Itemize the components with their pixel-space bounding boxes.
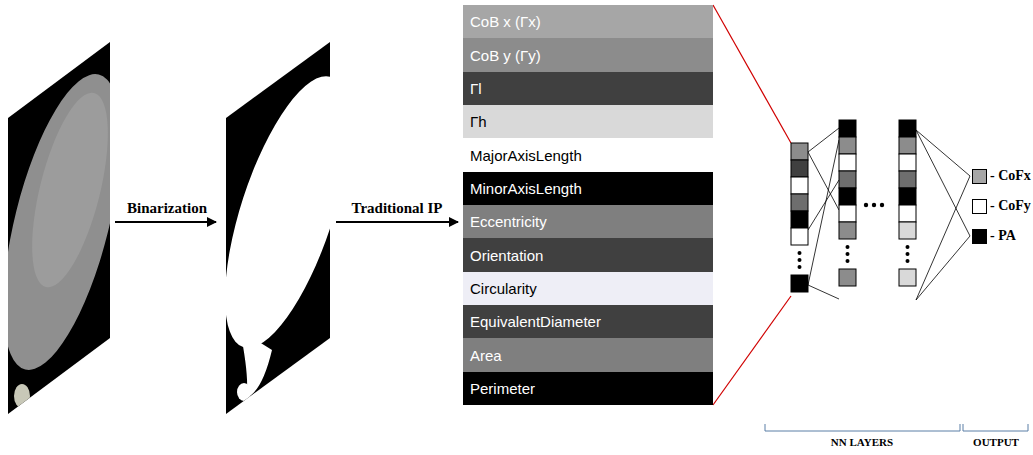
nn-connection bbox=[808, 180, 839, 230]
feature-bar: Perimeter bbox=[463, 372, 713, 406]
neural-network bbox=[791, 120, 970, 300]
neuron bbox=[791, 143, 808, 160]
feature-bar: MinorAxisLength bbox=[463, 172, 713, 206]
ellipsis-dot bbox=[872, 203, 876, 207]
neuron bbox=[839, 205, 856, 222]
neuron bbox=[791, 194, 808, 211]
binary-image bbox=[199, 42, 374, 414]
bracket bbox=[765, 424, 960, 431]
output-unit: - CoFx bbox=[972, 168, 1031, 184]
feature-name: Perimeter bbox=[470, 380, 535, 397]
feature-bar: CoB y (Γy) bbox=[463, 38, 713, 72]
neuron bbox=[899, 120, 916, 137]
nn-connection bbox=[916, 130, 970, 236]
neuron bbox=[839, 154, 856, 171]
neuron bbox=[839, 188, 856, 205]
nn-connection bbox=[916, 130, 970, 176]
ellipsis-dot bbox=[864, 203, 868, 207]
neuron bbox=[791, 160, 808, 177]
nn-connection bbox=[916, 176, 970, 300]
feature-name: Eccentricity bbox=[470, 213, 547, 230]
bracket bbox=[963, 424, 1028, 431]
neuron bbox=[839, 120, 856, 137]
ellipsis-dot bbox=[846, 245, 850, 249]
feature-bar: EquivalentDiameter bbox=[463, 305, 713, 339]
neuron bbox=[839, 137, 856, 154]
ellipsis-dot bbox=[846, 252, 850, 256]
output-neuron bbox=[972, 199, 987, 214]
feature-name: MajorAxisLength bbox=[470, 147, 582, 164]
feature-name: EquivalentDiameter bbox=[470, 313, 601, 330]
process-arrow bbox=[336, 221, 458, 223]
ellipsis-dot bbox=[880, 203, 884, 207]
nn-connection bbox=[808, 285, 839, 299]
neuron bbox=[839, 269, 856, 286]
feature-bar: Orientation bbox=[463, 238, 713, 272]
zoom-line bbox=[713, 5, 791, 143]
output-name: - PA bbox=[990, 228, 1016, 244]
output-name: - CoFy bbox=[990, 198, 1031, 214]
neuron bbox=[899, 188, 916, 205]
ellipsis-dot bbox=[906, 245, 910, 249]
feature-bar: Γh bbox=[463, 105, 713, 139]
foot-image bbox=[0, 42, 144, 414]
step-label: Binarization bbox=[127, 200, 207, 217]
neuron bbox=[899, 171, 916, 188]
output-unit: - PA bbox=[972, 228, 1016, 244]
neuron bbox=[839, 222, 856, 239]
ellipsis-dot bbox=[906, 252, 910, 256]
neuron bbox=[791, 177, 808, 194]
feature-name: Γh bbox=[470, 113, 487, 130]
neuron bbox=[791, 228, 808, 245]
zoom-line bbox=[713, 296, 791, 405]
feature-bar: Eccentricity bbox=[463, 205, 713, 239]
neuron bbox=[791, 275, 808, 292]
feature-bar: CoB x (Γx) bbox=[463, 5, 713, 39]
step-label: Traditional IP bbox=[352, 200, 443, 217]
neuron bbox=[899, 154, 916, 171]
feature-name: MinorAxisLength bbox=[470, 180, 582, 197]
ellipsis-dot bbox=[846, 259, 850, 263]
feature-name: CoB x (Γx) bbox=[470, 13, 541, 30]
feature-bar: Area bbox=[463, 338, 713, 372]
ellipsis-dot bbox=[798, 265, 802, 269]
neuron bbox=[899, 222, 916, 239]
nn-connection bbox=[808, 128, 839, 152]
neuron bbox=[791, 211, 808, 228]
nn-connection bbox=[808, 140, 839, 285]
neuron bbox=[899, 269, 916, 286]
process-arrow bbox=[115, 221, 216, 223]
feature-bar: Circularity bbox=[463, 272, 713, 306]
feature-name: Γl bbox=[470, 80, 482, 97]
section-label: OUTPUT bbox=[973, 436, 1019, 448]
nn-connection bbox=[916, 236, 970, 300]
feature-name: Orientation bbox=[470, 247, 543, 264]
output-unit: - CoFy bbox=[972, 198, 1031, 214]
neuron bbox=[899, 205, 916, 222]
feature-name: Area bbox=[470, 347, 502, 364]
ellipsis-dot bbox=[906, 259, 910, 263]
neuron bbox=[839, 171, 856, 188]
ellipsis-dot bbox=[798, 258, 802, 262]
output-name: - CoFx bbox=[990, 168, 1031, 184]
ellipsis-dot bbox=[798, 251, 802, 255]
neuron bbox=[899, 137, 916, 154]
output-neuron bbox=[972, 169, 987, 184]
output-neuron bbox=[972, 229, 987, 244]
section-label: NN LAYERS bbox=[831, 436, 893, 448]
feature-bar: Γl bbox=[463, 72, 713, 106]
feature-name: Circularity bbox=[470, 280, 537, 297]
feature-name: CoB y (Γy) bbox=[470, 47, 541, 64]
feature-bar: MajorAxisLength bbox=[463, 138, 713, 172]
